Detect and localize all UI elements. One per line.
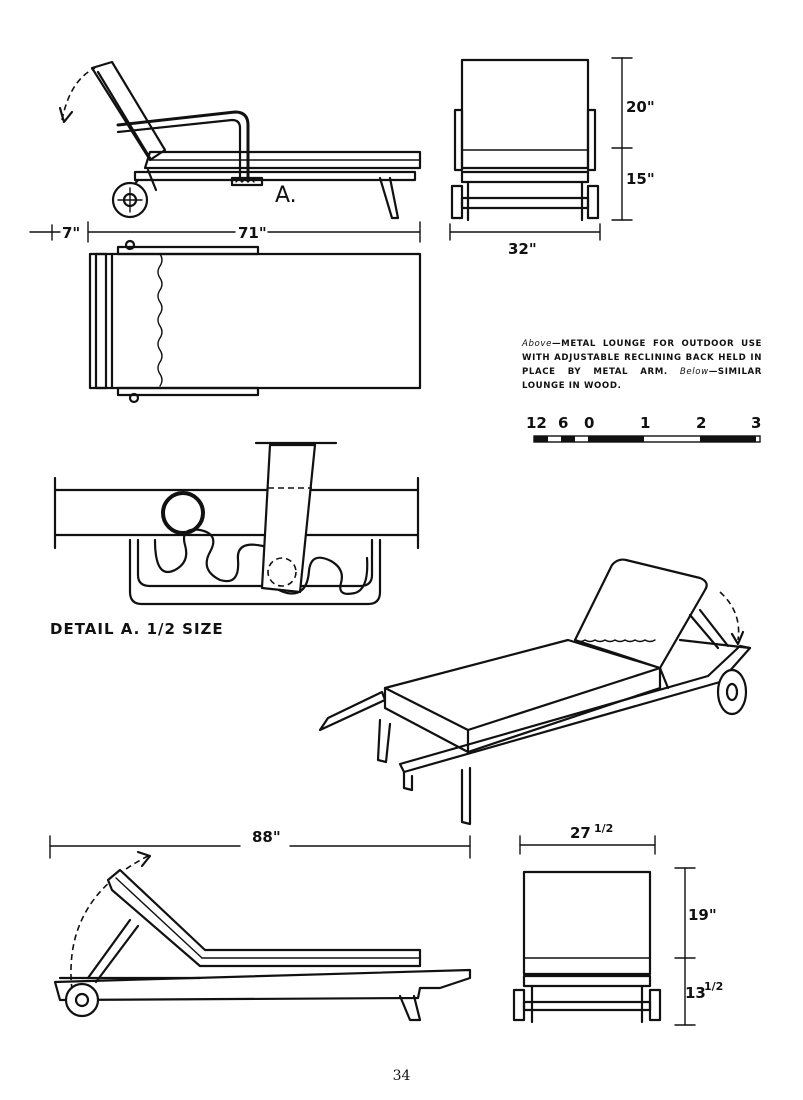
wood-lounge-front-view: 27 1/2 19" 13 1/2 — [512, 822, 723, 1026]
dim-88: 88" — [252, 828, 281, 846]
metal-lounge-front-view: 20" 15" 32" — [449, 57, 655, 258]
detail-a-label: DETAIL A. 1/2 SIZE — [50, 620, 224, 638]
dim-27-frac: 1/2 — [594, 822, 613, 835]
scale-tick-6: 6 — [558, 414, 568, 432]
metal-lounge-plan-view — [88, 239, 422, 404]
metal-length-dimension: 7" 71" — [29, 221, 421, 243]
caption-above-label: Above — [522, 339, 552, 349]
dim-19: 19" — [688, 906, 717, 924]
dim-13-frac: 1/2 — [704, 980, 723, 993]
detail-a-title: DETAIL A. — [50, 620, 141, 638]
scale-tick-0: 0 — [584, 414, 594, 432]
wood-lounge-side-view: 88" — [49, 828, 472, 1022]
dim-13: 13 — [685, 984, 706, 1002]
dim-71: 71" — [238, 224, 267, 242]
dim-15: 15" — [626, 170, 655, 188]
dim-20: 20" — [626, 98, 655, 116]
caption-below-text: —SIMILAR LOUNGE IN WOOD. — [522, 367, 763, 391]
page-number: 34 — [392, 1068, 411, 1084]
detail-a — [53, 441, 420, 606]
dim-27: 27 — [570, 824, 591, 842]
scale-bar: 12 6 0 1 2 3 — [526, 414, 761, 443]
scale-tick-12: 12 — [526, 414, 547, 432]
caption-below-label: Below — [679, 367, 709, 377]
metal-lounge-side-view: A. — [58, 60, 422, 220]
detail-a-scale: 1/2 SIZE — [146, 620, 224, 638]
scale-tick-1: 1 — [640, 414, 650, 432]
figure-caption: Above—METAL LOUNGE FOR OUTDOOR USE WITH … — [522, 337, 762, 393]
caption-above-text: —METAL LOUNGE FOR OUTDOOR USE WITH ADJUS… — [522, 339, 762, 377]
scale-tick-2: 2 — [696, 414, 706, 432]
detail-marker: A. — [275, 183, 297, 208]
wood-lounge-perspective — [318, 558, 752, 826]
dim-7: 7" — [62, 224, 80, 242]
dim-32: 32" — [508, 240, 537, 258]
scale-tick-3: 3 — [751, 414, 761, 432]
